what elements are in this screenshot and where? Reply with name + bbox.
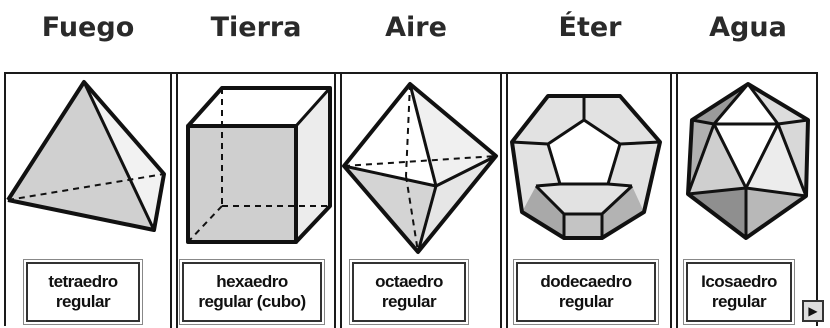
name-plate-line2: regular — [55, 292, 111, 311]
name-plate-line1: tetraedro — [48, 272, 118, 291]
icosahedron-icon — [686, 82, 810, 240]
cube-icon — [186, 86, 332, 244]
panel-divider — [334, 72, 336, 328]
panel-divider — [676, 72, 678, 328]
element-label-agua: Agua — [709, 12, 787, 43]
name-plate-line2: regular (cubo) — [198, 292, 306, 311]
name-plate-line1: octaedro — [375, 272, 443, 291]
panel-divider — [506, 72, 508, 328]
octahedron-icon — [342, 82, 498, 254]
element-label-aire: Aire — [385, 12, 447, 43]
element-label-tierra: Tierra — [210, 12, 302, 43]
name-plate-line1: dodecaedro — [540, 272, 632, 291]
name-plate-line2: regular — [558, 292, 614, 311]
name-plate-cube: hexaedro regular (cubo) — [179, 259, 325, 325]
name-plate-line1: hexaedro — [216, 272, 288, 291]
name-plate-icosahedron: Icosaedro regular — [683, 259, 795, 325]
panel-divider — [170, 72, 172, 328]
panel-divider — [500, 72, 502, 328]
name-plate-line1: Icosaedro — [701, 272, 777, 291]
name-plate-tetrahedron: tetraedro regular — [23, 259, 143, 325]
name-plate-dodecahedron: dodecaedro regular — [513, 259, 659, 325]
panel-divider — [670, 72, 672, 328]
tetrahedron-icon — [6, 80, 166, 232]
name-plate-octahedron: octaedro regular — [349, 259, 469, 325]
name-plate-line2: regular — [711, 292, 767, 311]
panel-divider — [176, 72, 178, 328]
element-label-fuego: Fuego — [41, 12, 135, 43]
name-plate-line2: regular — [381, 292, 437, 311]
scroll-right-button[interactable]: ▶ — [802, 300, 824, 322]
arrow-right-icon: ▶ — [808, 304, 818, 318]
panel-divider — [340, 72, 342, 328]
dodecahedron-icon — [510, 94, 662, 240]
element-label-eter: Éter — [558, 12, 622, 43]
